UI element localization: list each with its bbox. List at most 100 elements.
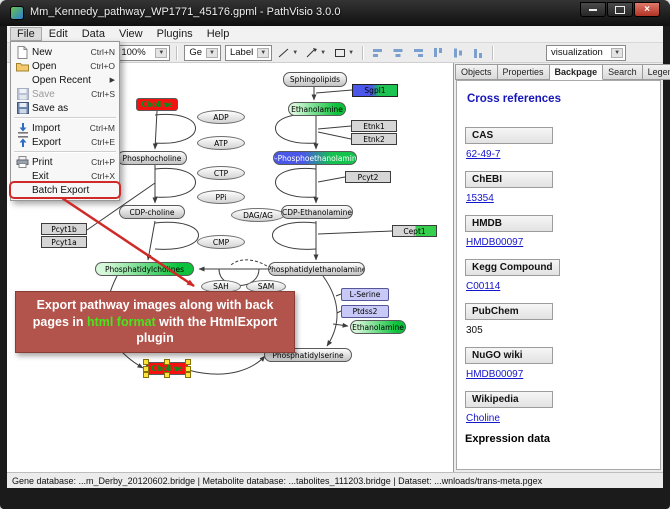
pathway-node-ethanolamine-top[interactable]: Ethanolamine bbox=[288, 102, 346, 116]
crossref-name: Wikipedia bbox=[465, 391, 553, 408]
menu-item-batch-export[interactable]: Batch Export bbox=[9, 181, 121, 199]
save-as-icon bbox=[15, 102, 30, 114]
label-tool-select[interactable]: Label ▼ bbox=[224, 44, 273, 61]
window-controls: × bbox=[579, 2, 660, 17]
menu-plugins[interactable]: Plugins bbox=[156, 28, 193, 40]
tab-search[interactable]: Search bbox=[603, 64, 643, 80]
pathway-node-etnk1[interactable]: Etnk1 bbox=[351, 120, 397, 132]
menu-data[interactable]: Data bbox=[81, 28, 105, 40]
menu-view[interactable]: View bbox=[118, 28, 143, 40]
pathway-node-cdp-ethanolamine[interactable]: CDP-Ethanolamine bbox=[281, 205, 353, 219]
zoom-value: 100% bbox=[121, 47, 146, 58]
menu-item-open-recent[interactable]: Open Recent▶ bbox=[11, 73, 119, 87]
menu-separator bbox=[14, 117, 116, 119]
print-icon bbox=[15, 156, 30, 168]
menu-edit[interactable]: Edit bbox=[48, 28, 68, 40]
pathway-node-adp[interactable]: ADP bbox=[197, 110, 245, 124]
dropdown-arrow-icon: ▼ bbox=[257, 47, 270, 58]
pathway-node-pcyt2[interactable]: Pcyt2 bbox=[345, 171, 391, 183]
pathway-node-etnk2[interactable]: Etnk2 bbox=[351, 133, 397, 145]
align-bottom-button[interactable] bbox=[469, 44, 487, 61]
minimize-button[interactable] bbox=[580, 2, 606, 17]
menu-item-shortcut: Ctrl+N bbox=[90, 47, 115, 57]
selection-handle[interactable] bbox=[164, 359, 170, 365]
tab-properties[interactable]: Properties bbox=[497, 64, 550, 80]
dropdown-arrow-icon: ▼ bbox=[206, 47, 218, 58]
zoom-select[interactable]: 100% ▼ bbox=[116, 44, 171, 61]
pathway-node-sgpl1[interactable]: Sgpl1 bbox=[352, 84, 398, 97]
pathway-node-cept1[interactable]: Cept1 bbox=[392, 225, 437, 237]
pathway-node-pcyt1b[interactable]: Pcyt1b bbox=[41, 223, 87, 235]
selection-handle[interactable] bbox=[185, 359, 191, 365]
align-left-button[interactable] bbox=[369, 44, 387, 61]
crossref-link[interactable]: 15354 bbox=[466, 193, 494, 204]
dropdown-arrow-icon: ▼ bbox=[320, 49, 327, 56]
pathway-node-phosphatidylcholines[interactable]: Phosphatidylcholines bbox=[95, 262, 194, 276]
selection-handle[interactable] bbox=[143, 365, 149, 372]
window-title: Mm_Kennedy_pathway_WP1771_45176.gpml - P… bbox=[30, 6, 341, 18]
crossref-link[interactable]: Choline bbox=[466, 413, 500, 424]
selection-handle[interactable] bbox=[164, 372, 170, 378]
dropdown-arrow-icon: ▼ bbox=[292, 49, 299, 56]
align-center-button[interactable] bbox=[389, 44, 407, 61]
sidebar: ObjectsPropertiesBackpageSearchLegend Cr… bbox=[454, 63, 670, 472]
maximize-button[interactable] bbox=[607, 2, 633, 17]
new-document-icon bbox=[15, 45, 30, 59]
pathway-node-ethanolamine-right[interactable]: Ethanolamine bbox=[350, 320, 406, 334]
selection-handle[interactable] bbox=[185, 365, 191, 372]
crossref-link[interactable]: HMDB00097 bbox=[466, 237, 524, 248]
menu-file[interactable]: File bbox=[10, 27, 42, 41]
pathway-node-ctp[interactable]: CTP bbox=[197, 166, 245, 180]
pathway-node-cmp[interactable]: CMP bbox=[197, 235, 245, 249]
app-icon bbox=[10, 6, 24, 20]
pathway-node-pcyt1a[interactable]: Pcyt1a bbox=[41, 236, 87, 248]
menu-item-save-as[interactable]: Save as bbox=[11, 101, 119, 115]
menu-item-label: Open bbox=[32, 60, 57, 72]
close-button[interactable]: × bbox=[634, 2, 660, 17]
annotation-highlight: html format bbox=[86, 314, 156, 329]
selection-handle[interactable] bbox=[143, 372, 149, 378]
align-middle-button[interactable] bbox=[449, 44, 467, 61]
pathway-node-l-serine[interactable]: L-Serine bbox=[341, 288, 389, 301]
pathway-node-choline-top[interactable]: Choline bbox=[136, 98, 178, 111]
pathway-node-ptdss2[interactable]: Ptdss2 bbox=[341, 305, 389, 318]
pathway-node-o-phosphoethanolamine[interactable]: O-Phosphoethanolamine bbox=[273, 151, 357, 165]
menu-item-label: Batch Export bbox=[32, 184, 90, 196]
pathway-node-ppi[interactable]: PPi bbox=[197, 190, 245, 204]
align-top-button[interactable] bbox=[429, 44, 447, 61]
tab-backpage[interactable]: Backpage bbox=[549, 64, 604, 80]
pathway-node-sphingolipids[interactable]: Sphingolipids bbox=[283, 72, 347, 87]
line-tool-button[interactable]: ▼ bbox=[275, 44, 301, 61]
crossref-link[interactable]: 62-49-7 bbox=[466, 149, 501, 160]
pathway-node-phosphocholine[interactable]: Phosphocholine bbox=[117, 151, 187, 165]
pathway-node-dag[interactable]: DAG/AG bbox=[231, 208, 285, 222]
selection-handle[interactable] bbox=[143, 359, 149, 365]
tab-objects[interactable]: Objects bbox=[455, 64, 498, 80]
datanode-tool-select[interactable]: Ge ▼ bbox=[184, 44, 221, 61]
arrow-tool-button[interactable]: ▼ bbox=[303, 44, 329, 61]
save-disk-icon bbox=[15, 88, 30, 100]
visualization-select[interactable]: visualization ▼ bbox=[546, 44, 627, 61]
crossref-link[interactable]: C00114 bbox=[466, 281, 501, 292]
toolbar-separator bbox=[362, 45, 365, 60]
crossref-link[interactable]: HMDB00097 bbox=[466, 369, 524, 380]
selection-handle[interactable] bbox=[185, 372, 191, 378]
align-right-button[interactable] bbox=[409, 44, 427, 61]
pathway-node-phosphatidylethanolamine[interactable]: Phosphatidylethanolamine bbox=[268, 262, 365, 276]
pathway-node-atp[interactable]: ATP bbox=[197, 136, 245, 150]
menu-help[interactable]: Help bbox=[206, 28, 230, 40]
pathway-node-cdp-choline[interactable]: CDP-choline bbox=[119, 205, 185, 219]
shape-tool-button[interactable]: ▼ bbox=[331, 44, 357, 61]
tab-legend[interactable]: Legend bbox=[642, 64, 670, 80]
